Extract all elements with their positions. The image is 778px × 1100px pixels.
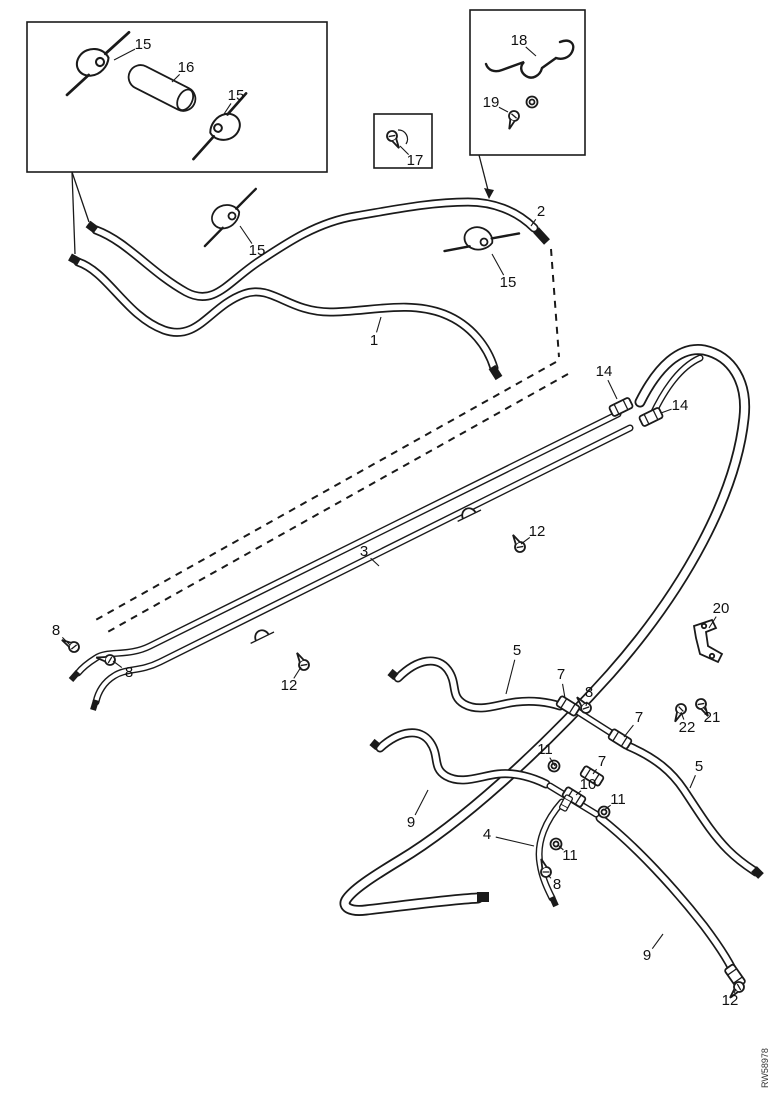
callout-leader xyxy=(370,557,380,567)
callout-leader xyxy=(549,757,556,767)
inset-box-18-19 xyxy=(469,9,586,199)
callout-layer: 1516151718192151511414123881220578722211… xyxy=(52,32,739,1009)
callout-4: 4 xyxy=(483,826,491,843)
callout-leader xyxy=(414,789,429,816)
callout-16: 16 xyxy=(178,59,195,76)
callout-21: 21 xyxy=(704,709,721,726)
callout-9: 9 xyxy=(643,947,651,964)
callout-17: 17 xyxy=(407,152,424,169)
callout-leader xyxy=(651,933,664,950)
callout-leader xyxy=(525,46,537,57)
callout-14: 14 xyxy=(596,363,613,380)
callout-leader xyxy=(575,790,582,796)
callout-12: 12 xyxy=(281,677,298,694)
callout-22: 22 xyxy=(679,719,696,736)
callout-14: 14 xyxy=(672,397,689,414)
callout-leader xyxy=(557,844,564,851)
callout-leader xyxy=(375,316,382,333)
hose-4 xyxy=(539,802,562,908)
bracket-20 xyxy=(692,618,724,664)
tube-run-3 xyxy=(68,414,630,711)
tube-clip xyxy=(246,502,482,645)
callout-leader xyxy=(592,768,598,775)
hose-5b xyxy=(628,746,764,879)
callout-leader xyxy=(562,683,566,699)
callout-12: 12 xyxy=(722,992,739,1009)
hose-9a xyxy=(369,733,546,784)
callout-8: 8 xyxy=(125,664,133,681)
callout-leader xyxy=(603,804,611,811)
callout-1: 1 xyxy=(370,332,378,349)
callout-leader xyxy=(547,874,552,879)
callout-leader xyxy=(505,659,516,695)
callout-7: 7 xyxy=(635,709,643,726)
callout-leader xyxy=(491,253,505,276)
callout-leader xyxy=(239,225,253,244)
loop-hose xyxy=(345,349,745,910)
callout-leader xyxy=(112,660,123,669)
callout-5: 5 xyxy=(513,642,521,659)
callout-5: 5 xyxy=(695,758,703,775)
callout-15: 15 xyxy=(228,87,245,104)
callout-18: 18 xyxy=(511,32,528,49)
callout-11: 11 xyxy=(537,741,553,758)
clamp-ring-icon xyxy=(525,95,539,109)
callout-10: 10 xyxy=(580,776,597,793)
bracket-18-icon xyxy=(484,39,575,79)
callout-leader xyxy=(623,724,634,738)
callout-15: 15 xyxy=(249,242,266,259)
hidden-route-dashes xyxy=(91,248,569,635)
callout-8: 8 xyxy=(553,876,561,893)
callout-leader xyxy=(113,48,136,61)
hose-2 xyxy=(85,202,550,297)
hose-1 xyxy=(68,253,503,381)
inset-box-15-16 xyxy=(26,21,328,255)
hose-5a xyxy=(387,661,560,708)
inset-box-17 xyxy=(373,113,433,169)
callout-leader xyxy=(223,103,232,115)
callout-11: 11 xyxy=(562,847,578,864)
callout-leader xyxy=(399,145,410,156)
callout-leader xyxy=(520,536,531,545)
callout-20: 20 xyxy=(713,600,730,617)
sleeve-16-icon xyxy=(127,64,197,112)
callout-7: 7 xyxy=(598,753,606,770)
callout-leader xyxy=(585,701,588,707)
callout-15: 15 xyxy=(135,36,152,53)
callout-8: 8 xyxy=(585,684,593,701)
mount-screw-12 xyxy=(291,531,528,673)
callout-leader xyxy=(660,408,672,414)
callout-7: 7 xyxy=(557,666,565,683)
callout-9: 9 xyxy=(407,814,415,831)
callout-3: 3 xyxy=(360,543,368,560)
callout-leader xyxy=(733,988,737,994)
drawing-code: RW58978 xyxy=(760,1048,770,1088)
callout-19: 19 xyxy=(483,94,500,111)
callout-leader xyxy=(708,616,717,629)
callout-11: 11 xyxy=(610,791,626,808)
callout-leader xyxy=(293,666,302,679)
callout-2: 2 xyxy=(537,203,545,220)
callout-leader xyxy=(171,73,181,83)
callout-15: 15 xyxy=(500,274,517,291)
callout-leader xyxy=(530,219,537,227)
callout-leader xyxy=(61,636,71,646)
callout-8: 8 xyxy=(52,622,60,639)
callout-leader xyxy=(689,775,696,789)
callout-12: 12 xyxy=(529,523,546,540)
callout-leader xyxy=(607,379,618,400)
callout-leader xyxy=(495,836,535,847)
callout-leader xyxy=(680,711,685,720)
callout-leader xyxy=(498,106,509,113)
callout-leader xyxy=(702,706,707,712)
